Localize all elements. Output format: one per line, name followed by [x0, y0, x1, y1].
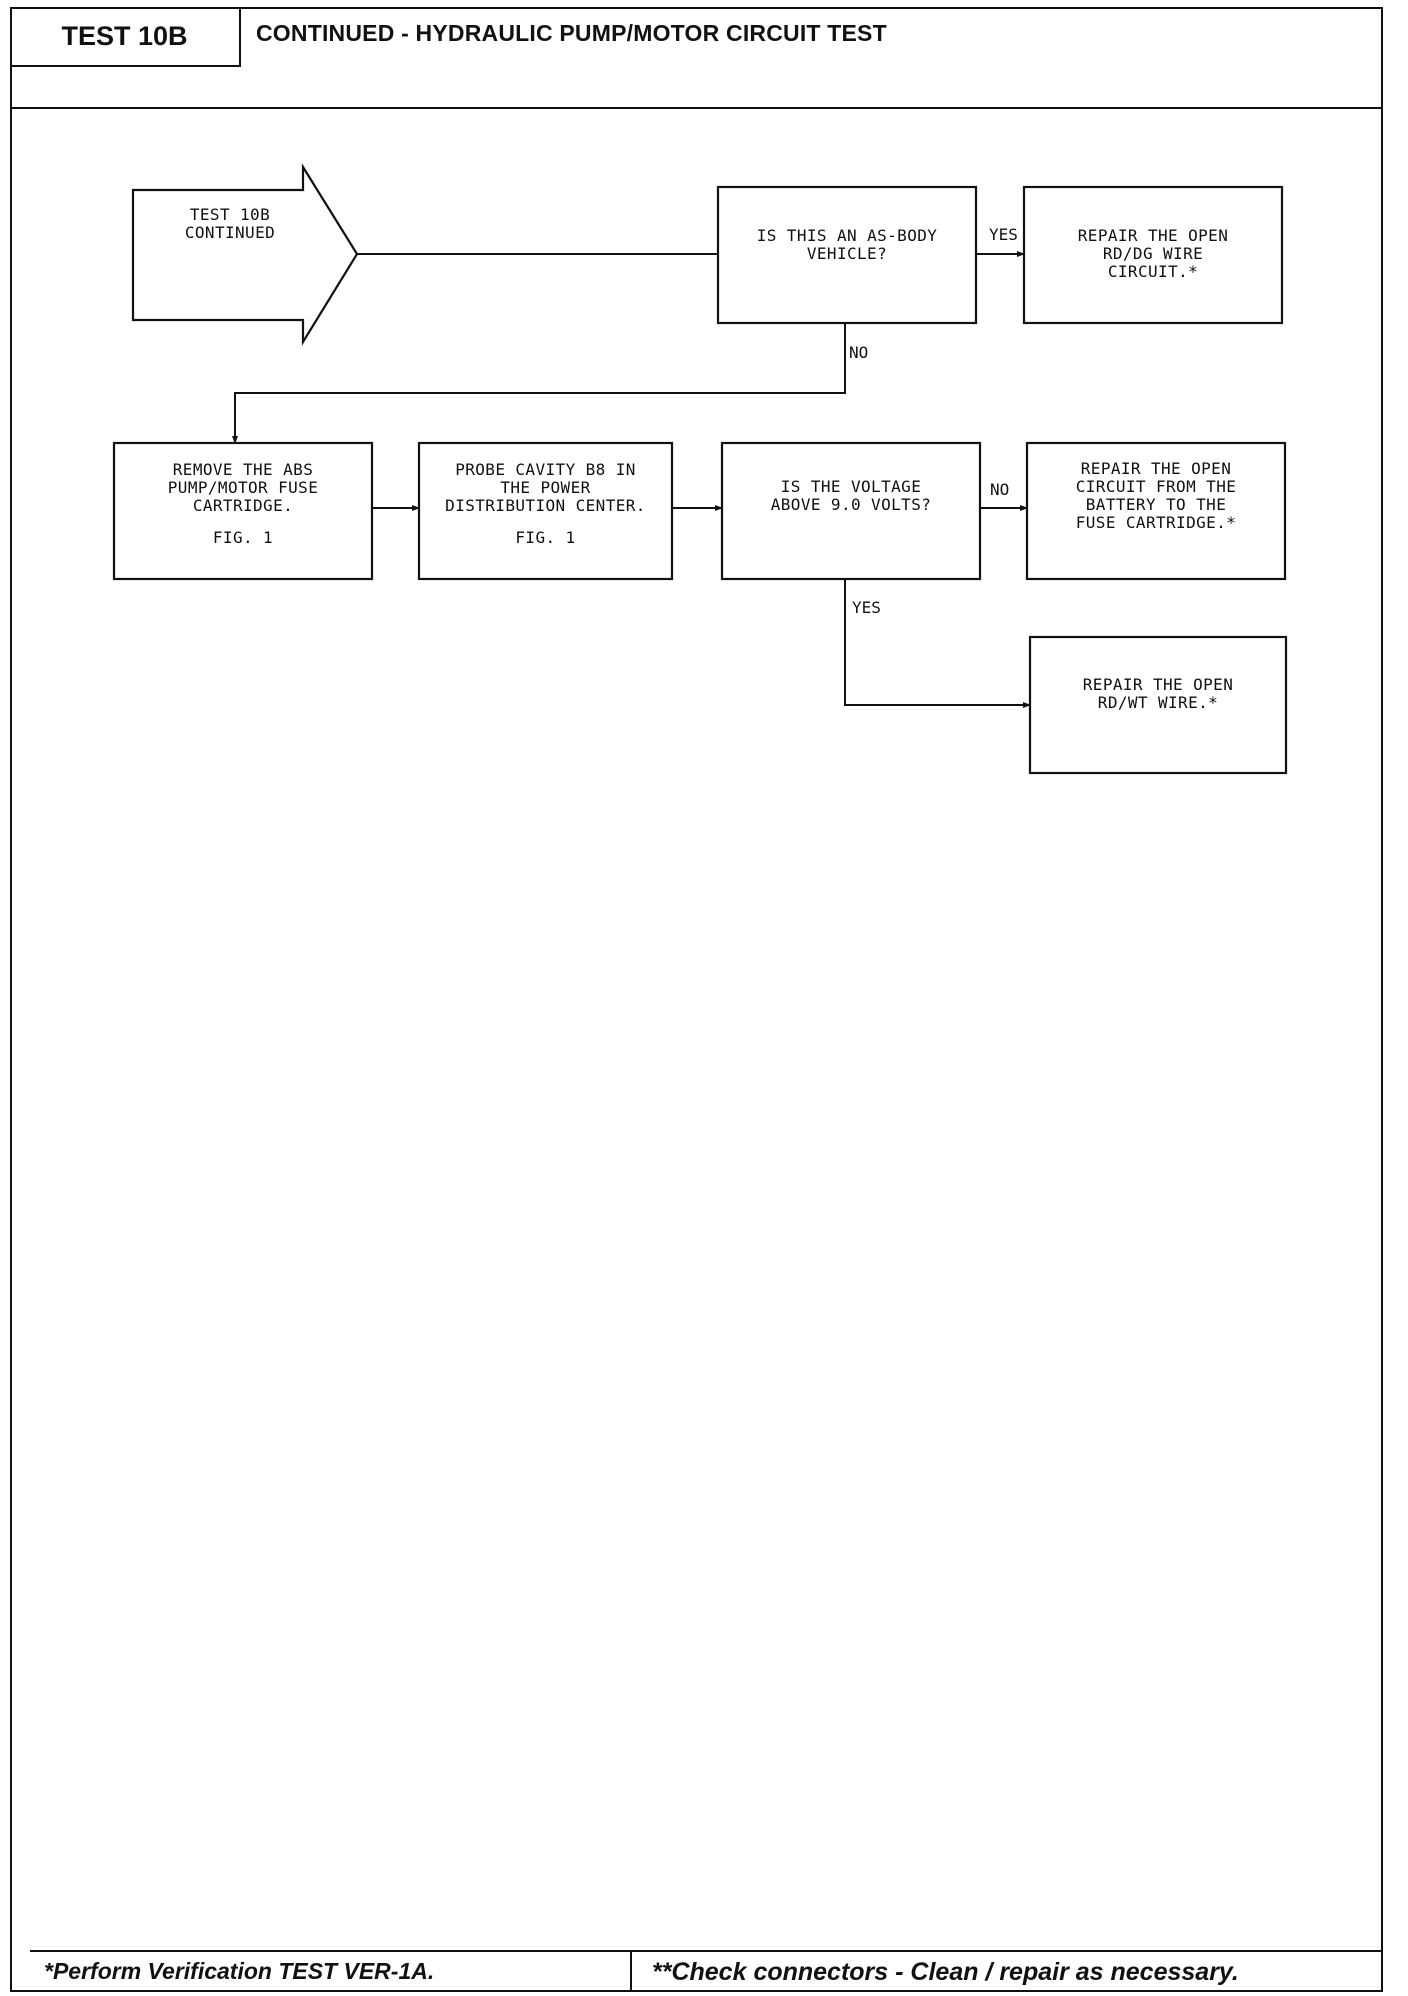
- page-title: CONTINUED - HYDRAULIC PUMP/MOTOR CIRCUIT…: [256, 20, 887, 46]
- remove-fuse-box: [112, 441, 374, 581]
- yes-label-as-body: YES: [989, 225, 1018, 244]
- remove-fuse-line3: CARTRIDGE.: [192, 496, 294, 515]
- question-as-body-box: [716, 185, 978, 325]
- remove-fuse-line2: PUMP/MOTOR FUSE: [167, 478, 319, 497]
- no-label-as-body: NO: [849, 343, 869, 362]
- question-as-body-label: IS THIS AN AS-BODY VEHICLE?: [718, 227, 976, 263]
- probe-cavity-fig-ref: FIG. 1: [515, 528, 576, 547]
- repair-battery-line2: CIRCUIT FROM THE: [1075, 477, 1237, 496]
- page-frame: [10, 7, 1383, 1992]
- probe-cavity-line2: THE POWER: [500, 478, 591, 497]
- repair-rd-dg-line1: REPAIR THE OPEN: [1077, 226, 1229, 245]
- repair-rd-wt-box: [1028, 635, 1288, 775]
- remove-fuse-label: REMOVE THE ABS PUMP/MOTOR FUSE CARTRIDGE…: [114, 461, 372, 547]
- footnote-connectors: **Check connectors - Clean / repair as n…: [652, 1958, 1239, 1986]
- repair-rd-dg-line2: RD/DG WIRE: [1102, 244, 1204, 263]
- probe-cavity-box: [417, 441, 674, 581]
- no-label-voltage: NO: [990, 480, 1010, 499]
- repair-battery-line3: BATTERY TO THE: [1085, 495, 1227, 514]
- probe-cavity-label: PROBE CAVITY B8 IN THE POWER DISTRIBUTIO…: [419, 461, 672, 547]
- repair-rd-dg-box: [1022, 185, 1284, 325]
- remove-fuse-fig-ref: FIG. 1: [212, 528, 274, 547]
- footnote-verification: *Perform Verification TEST VER-1A.: [44, 1958, 435, 1984]
- repair-rd-wt-label: REPAIR THE OPEN RD/WT WIRE.*: [1030, 676, 1286, 712]
- remove-fuse-line1: REMOVE THE ABS: [172, 460, 314, 479]
- probe-cavity-line1: PROBE CAVITY B8 IN: [455, 460, 636, 479]
- connector-no-to-remove-fuse: [232, 323, 846, 444]
- repair-rd-wt-line2: RD/WT WIRE.*: [1097, 693, 1219, 712]
- repair-rd-dg-label: REPAIR THE OPEN RD/DG WIRE CIRCUIT.*: [1024, 227, 1282, 281]
- footer-divider: [630, 1950, 632, 1992]
- start-node-label: TEST 10B CONTINUED: [145, 206, 315, 242]
- q-as-body-line2: VEHICLE?: [806, 244, 888, 263]
- connector-yes-to-repair-rd-wt: [844, 579, 1031, 708]
- repair-battery-line1: REPAIR THE OPEN: [1080, 459, 1232, 478]
- repair-battery-line4: FUSE CARTRIDGE.*: [1075, 513, 1237, 532]
- question-voltage-label: IS THE VOLTAGE ABOVE 9.0 VOLTS?: [722, 478, 980, 514]
- repair-rd-wt-line1: REPAIR THE OPEN: [1082, 675, 1234, 694]
- footer-rule: [30, 1950, 1383, 1952]
- q-voltage-line2: ABOVE 9.0 VOLTS?: [770, 495, 932, 514]
- repair-battery-box: [1025, 441, 1287, 581]
- probe-cavity-line3: DISTRIBUTION CENTER.: [445, 496, 646, 515]
- yes-label-voltage: YES: [852, 598, 881, 617]
- start-line2: CONTINUED: [184, 223, 276, 242]
- q-voltage-line1: IS THE VOLTAGE: [780, 477, 922, 496]
- header-rule: [10, 107, 1383, 109]
- q-as-body-line1: IS THIS AN AS-BODY: [756, 226, 938, 245]
- repair-rd-dg-line3: CIRCUIT.*: [1107, 262, 1199, 281]
- test-id-label: TEST 10B: [10, 7, 241, 67]
- start-arrow-shape: [131, 163, 359, 346]
- repair-battery-label: REPAIR THE OPEN CIRCUIT FROM THE BATTERY…: [1027, 460, 1285, 532]
- question-voltage-box: [720, 441, 982, 581]
- start-line1: TEST 10B: [189, 205, 271, 224]
